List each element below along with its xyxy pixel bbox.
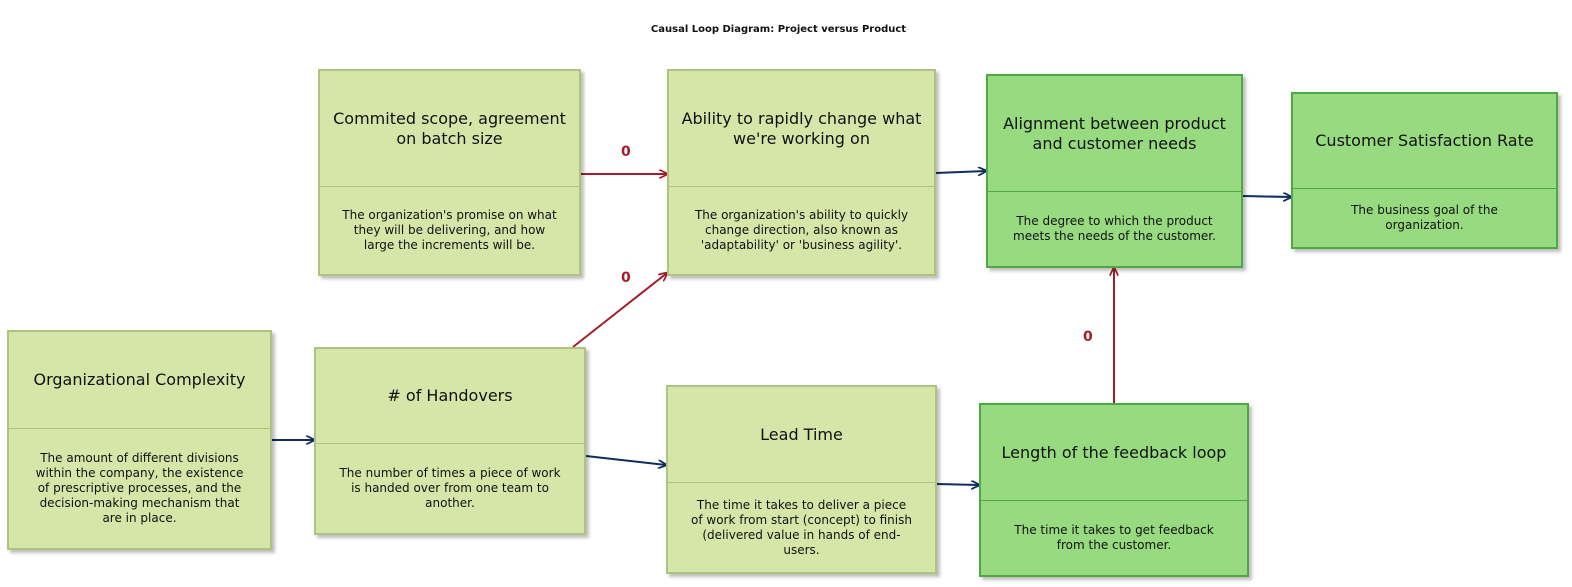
node-description: The time it takes to deliver a piece of … <box>691 497 912 557</box>
link-alignment-to-satisfaction <box>1242 196 1291 197</box>
node-description: The degree to which the product meets th… <box>1013 214 1216 243</box>
node-title: Ability to rapidly change what we're wor… <box>669 71 934 187</box>
node-description: The time it takes to get feedback from t… <box>1014 523 1214 552</box>
node-title: Length of the feedback loop <box>981 405 1247 501</box>
node-alignment[interactable]: Alignment between product and customer n… <box>986 74 1243 268</box>
link-scope-to-ability-label: 0 <box>621 144 631 160</box>
node-title: Commited scope, agreement on batch size <box>320 71 579 187</box>
node-customer-satisfaction[interactable]: Customer Satisfaction Rate The business … <box>1291 92 1558 249</box>
node-organizational-complexity[interactable]: Organizational Complexity The amount of … <box>7 330 272 550</box>
node-description: The organization's promise on what they … <box>342 208 557 252</box>
node-title: Alignment between product and customer n… <box>988 76 1241 192</box>
node-description: The amount of different divisions within… <box>35 451 244 525</box>
node-description: The organization's ability to quickly ch… <box>694 208 909 252</box>
node-ability-to-change[interactable]: Ability to rapidly change what we're wor… <box>667 69 936 276</box>
link-handovers-to-ability <box>572 273 667 348</box>
node-lead-time[interactable]: Lead Time The time it takes to deliver a… <box>666 385 937 574</box>
link-ability-to-alignment <box>935 171 986 173</box>
node-title: Customer Satisfaction Rate <box>1293 94 1556 189</box>
link-handovers-to-leadtime <box>585 455 666 465</box>
link-handovers-to-ability-label: 0 <box>621 270 631 286</box>
link-feedback-to-alignment-label: 0 <box>1083 329 1093 345</box>
node-feedback-loop[interactable]: Length of the feedback loop The time it … <box>979 403 1249 577</box>
node-title: Organizational Complexity <box>9 332 270 429</box>
node-description: The number of times a piece of work is h… <box>339 466 561 510</box>
diagram-title: Causal Loop Diagram: Project versus Prod… <box>650 24 907 35</box>
node-title: Lead Time <box>668 387 935 483</box>
node-handovers[interactable]: # of Handovers The number of times a pie… <box>314 347 586 535</box>
link-leadtime-to-feedback <box>936 484 979 485</box>
node-committed-scope[interactable]: Commited scope, agreement on batch size … <box>318 69 581 276</box>
node-title: # of Handovers <box>316 349 584 444</box>
node-description: The business goal of the organization. <box>1351 203 1498 232</box>
